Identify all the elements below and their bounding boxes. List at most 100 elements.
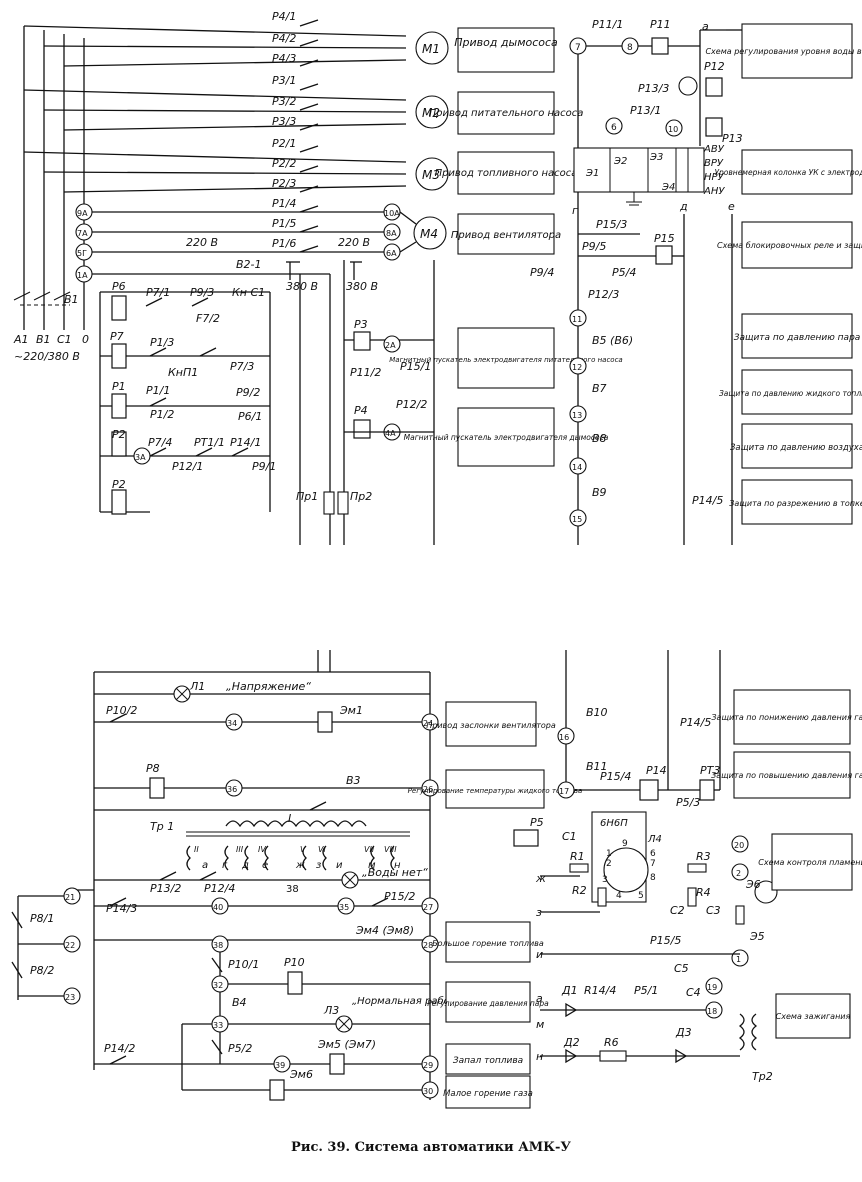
electrode-label: Э4 (661, 182, 675, 193)
terminal-label: 1 (736, 955, 741, 964)
electrode-label: АНУ (703, 186, 725, 197)
diagram-label: „Воды нет“ (362, 866, 428, 879)
terminal-label: 23 (65, 993, 75, 1002)
bottom-ladder: 34 24 36 26 40 35 27 38 28 32 33 39 29 3… (11, 650, 439, 1101)
diagram-label: P12/4 (204, 882, 235, 895)
supply-label: ~220/380 B (14, 350, 80, 363)
diagram-label: Тр 1 (150, 820, 174, 833)
relay-label: P13/3 (638, 82, 669, 95)
relay-label: P4 (354, 404, 368, 417)
relay-label: P13 (722, 132, 743, 145)
diagram-label: III (236, 845, 244, 854)
diagram-label: P14/3 (106, 902, 137, 915)
diagram-label: VIII (384, 845, 397, 854)
diagram-label: B11 (586, 760, 608, 773)
terminal-label: 27 (423, 903, 433, 912)
svg-text:M3: M3 (422, 168, 440, 182)
box-label: Защита по повышению давления газа (711, 771, 862, 780)
terminal-label: 17 (559, 787, 569, 796)
terminal-label: 6 (611, 123, 617, 133)
electrode-label: Э2 (613, 156, 627, 167)
diagram-label: P10 (284, 956, 305, 969)
terminal-label: 3A (135, 453, 146, 462)
terminal-label: 20 (734, 841, 744, 850)
terminal-label: 14 (572, 463, 582, 472)
diagram-label: VII (364, 845, 375, 854)
pin-label: 1 (606, 849, 612, 859)
contact-label: P1/5 (272, 217, 296, 230)
diagram-label: B3 (346, 774, 361, 787)
electrode-label: ВРУ (704, 158, 724, 169)
terminal-label: 8 (627, 43, 633, 53)
diagram-label: C1 (562, 830, 577, 843)
relay-label: P12/1 (172, 460, 203, 473)
box-label: Привод вентилятора (451, 230, 561, 241)
diagram-label: B10 (586, 706, 608, 719)
terminal-label: 10A (384, 209, 400, 218)
contact-label: P2/1 (272, 137, 296, 150)
electrode-label: Э1 (585, 168, 599, 179)
box-label: Регулирование давления пара (427, 999, 549, 1008)
diagram-label: P8/1 (30, 912, 54, 925)
diagram-label: „Нормальная работа“ (352, 995, 468, 1007)
contact-label: P4/2 (272, 32, 296, 45)
diagram-label: P15/5 (650, 934, 681, 947)
terminal-label: 30 (423, 1087, 433, 1096)
pin-label: 3 (602, 875, 608, 885)
diagram-label: P8/2 (30, 964, 54, 977)
relay-label: P3 (354, 318, 368, 331)
pin-label: 5 (638, 891, 644, 901)
terminal-label: 33 (213, 1021, 223, 1030)
terminal-label: 12 (572, 363, 582, 372)
relay-label: B7 (592, 382, 607, 395)
svg-text:M2: M2 (422, 106, 440, 120)
terminal-label: 5Г (77, 249, 87, 258)
terminal-label: 26 (423, 785, 433, 794)
relay-label: P15 (654, 232, 675, 245)
relay-label: P1 (112, 380, 126, 393)
relay-label: P5/4 (612, 266, 636, 279)
terminal-label: 18 (707, 1007, 717, 1016)
terminal-label: 2A (385, 341, 396, 350)
relay-label: P11 (650, 18, 671, 31)
box-label: Привод топливного насоса (435, 168, 578, 179)
relay-label: P14/1 (230, 436, 261, 449)
relay-label: P7/4 (148, 436, 172, 449)
terminal-label: 10 (668, 125, 678, 134)
terminal-label: 40 (213, 903, 223, 912)
electrode-label: НРУ (704, 172, 725, 183)
terminal-label: 7 (575, 43, 581, 53)
diagram-label: P15/4 (600, 770, 631, 783)
svg-text:M4: M4 (420, 227, 438, 241)
contact-label: P3/1 (272, 74, 296, 87)
relay-label: P9/4 (530, 266, 554, 279)
supply-label: C1 (57, 333, 72, 346)
bus-letter: е (728, 200, 735, 213)
lower-mid-boxes: Привод заслонки вентилятора Регулировани… (408, 701, 582, 1109)
box-label: Запал топлива (453, 1056, 523, 1066)
relay-label: P1/1 (146, 384, 170, 397)
box-label: Привод питательного насоса (429, 108, 584, 119)
diagram-label: е (262, 860, 268, 871)
relay-label: P11/1 (592, 18, 623, 31)
relay-column-mid: 2A P3 P11/2 P15/1 P12/2 4A P4 (344, 318, 434, 441)
relay-label: P6 (112, 280, 126, 293)
diagram-label: н (394, 860, 401, 871)
terminal-label: 39 (275, 1061, 285, 1070)
relay-label: B9 (592, 486, 607, 499)
diagram-label: R6 (604, 1036, 619, 1049)
voltage-label: 220 B (338, 236, 370, 249)
relay-label: КнП1 (168, 366, 198, 379)
box-label: Схема зажигания (776, 1012, 851, 1021)
relay-label: P12 (704, 60, 725, 73)
box-label: Защита по разрежению в топке (729, 499, 862, 508)
terminal-label: 13 (572, 411, 582, 420)
terminal-label: 2 (736, 869, 741, 878)
relay-label: P9/3 (190, 286, 214, 299)
pin-label: 4 (616, 891, 622, 901)
diagram-label: P5/2 (228, 1042, 252, 1055)
relay-label: P1/3 (150, 336, 174, 349)
box-label: Защита по давлению жидкого топлива (719, 389, 862, 398)
diagram-label: Эм5 (Эм7) (317, 1038, 376, 1051)
terminal-label: 21 (65, 893, 75, 902)
